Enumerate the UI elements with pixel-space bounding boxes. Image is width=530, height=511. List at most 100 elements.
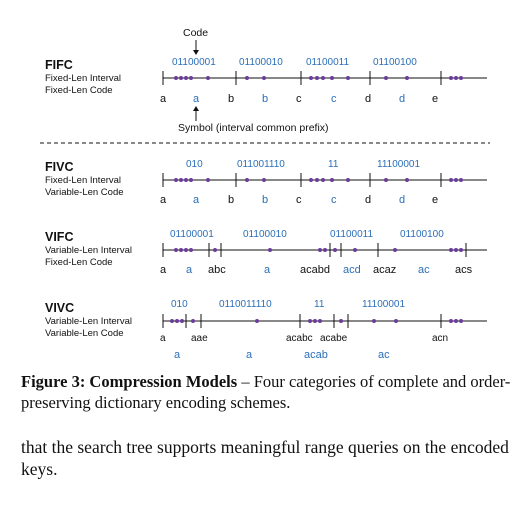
- key-point: [318, 319, 322, 323]
- symbol-label: a: [160, 93, 167, 105]
- key-point: [353, 248, 357, 252]
- key-point: [184, 178, 188, 182]
- symbol-label-upper: a: [160, 333, 166, 344]
- key-point: [309, 178, 313, 182]
- key-point: [449, 76, 453, 80]
- key-point: [262, 178, 266, 182]
- key-point: [449, 319, 453, 323]
- symbol-label: a: [160, 264, 167, 276]
- key-point: [180, 319, 184, 323]
- symbol-label: a: [186, 264, 193, 276]
- panel-title: FIFC: [45, 58, 73, 72]
- key-point: [346, 76, 350, 80]
- key-point: [313, 319, 317, 323]
- code-label: 11: [314, 299, 325, 310]
- figure-caption-label: Figure 3: Compression Models: [21, 372, 238, 391]
- key-point: [189, 248, 193, 252]
- symbol-label-upper: acabe: [320, 333, 348, 344]
- panel-desc-code: Variable-Len Code: [45, 328, 124, 339]
- symbol-label: acaz: [373, 264, 396, 276]
- symbol-label: d: [399, 194, 405, 206]
- key-point: [393, 248, 397, 252]
- key-point: [245, 76, 249, 80]
- key-point: [184, 248, 188, 252]
- symbol-label: c: [331, 194, 337, 206]
- code-annotation-arrowhead: [193, 50, 199, 55]
- code-label: 0110011110: [219, 299, 272, 310]
- key-point: [174, 76, 178, 80]
- symbol-label: b: [262, 194, 268, 206]
- symbol-label-upper: aae: [191, 333, 208, 344]
- key-point: [245, 178, 249, 182]
- key-point: [255, 319, 259, 323]
- key-point: [206, 178, 210, 182]
- key-point: [262, 76, 266, 80]
- panel-desc-interval: Variable-Len Interval: [45, 316, 132, 327]
- panel-title: VIFC: [45, 230, 73, 244]
- key-point: [384, 76, 388, 80]
- symbol-label: abc: [208, 264, 226, 276]
- key-point: [213, 248, 217, 252]
- symbol-label-lower: a: [246, 349, 253, 361]
- panel-fifc: FIFC Fixed-Len Interval Fixed-Len Code 0…: [45, 57, 487, 134]
- key-point: [405, 76, 409, 80]
- code-label: 01100011: [330, 229, 373, 240]
- symbol-label: a: [193, 93, 200, 105]
- key-point: [175, 319, 179, 323]
- key-point: [372, 319, 376, 323]
- symbol-label: c: [331, 93, 337, 105]
- code-label: 11100001: [377, 159, 420, 170]
- key-point: [318, 248, 322, 252]
- symbol-label: b: [228, 194, 234, 206]
- compression-models-figure: Code FIFC Fixed-Len Interval Fixed-Len C…: [40, 27, 490, 361]
- key-point: [454, 319, 458, 323]
- symbol-label-lower: a: [174, 349, 181, 361]
- symbol-label: e: [432, 194, 438, 206]
- symbol-annotation-arrowhead: [193, 106, 199, 111]
- panel-desc-interval: Fixed-Len Interval: [45, 175, 121, 186]
- code-label: 11100001: [362, 299, 405, 310]
- symbol-label-lower: acab: [304, 349, 328, 361]
- key-point: [323, 248, 327, 252]
- symbol-label: d: [365, 93, 371, 105]
- key-point: [449, 248, 453, 252]
- code-label: 01100010: [239, 57, 283, 68]
- key-point: [459, 178, 463, 182]
- symbol-label-upper: acn: [432, 333, 448, 344]
- code-label: 01100001: [172, 57, 216, 68]
- key-point: [174, 178, 178, 182]
- key-point: [189, 76, 193, 80]
- key-point: [459, 76, 463, 80]
- key-point: [330, 178, 334, 182]
- panel-desc-code: Fixed-Len Code: [45, 257, 113, 268]
- key-point: [339, 319, 343, 323]
- figure-caption-text: – Four categories of complete and order-…: [21, 372, 511, 412]
- symbol-label: b: [262, 93, 268, 105]
- panel-fivc: FIVC Fixed-Len Interval Variable-Len Cod…: [45, 159, 487, 206]
- panel-desc-code: Variable-Len Code: [45, 187, 124, 198]
- key-point: [330, 76, 334, 80]
- key-point: [459, 319, 463, 323]
- code-label: 010: [171, 299, 188, 310]
- key-point: [309, 76, 313, 80]
- body-paragraph: that the search tree supports meaningful…: [21, 437, 509, 479]
- key-point: [321, 76, 325, 80]
- figure-caption: Figure 3: Compression Models – Four cate…: [21, 371, 516, 413]
- key-point: [179, 248, 183, 252]
- key-point: [170, 319, 174, 323]
- panel-vifc: VIFC Variable-Len Interval Fixed-Len Cod…: [45, 229, 487, 276]
- symbol-label: e: [432, 93, 438, 105]
- code-label: 01100010: [243, 229, 287, 240]
- code-label: 01100011: [306, 57, 349, 68]
- symbol-annotation-label: Symbol (interval common prefix): [178, 122, 329, 134]
- key-point: [449, 178, 453, 182]
- symbol-label-lower: ac: [378, 349, 390, 361]
- symbol-label: a: [160, 194, 167, 206]
- key-point: [206, 76, 210, 80]
- key-point: [394, 319, 398, 323]
- symbol-label: c: [296, 194, 302, 206]
- symbol-label: ac: [418, 264, 430, 276]
- symbol-label: d: [365, 194, 371, 206]
- code-label: 11: [328, 159, 339, 170]
- symbol-label: acd: [343, 264, 361, 276]
